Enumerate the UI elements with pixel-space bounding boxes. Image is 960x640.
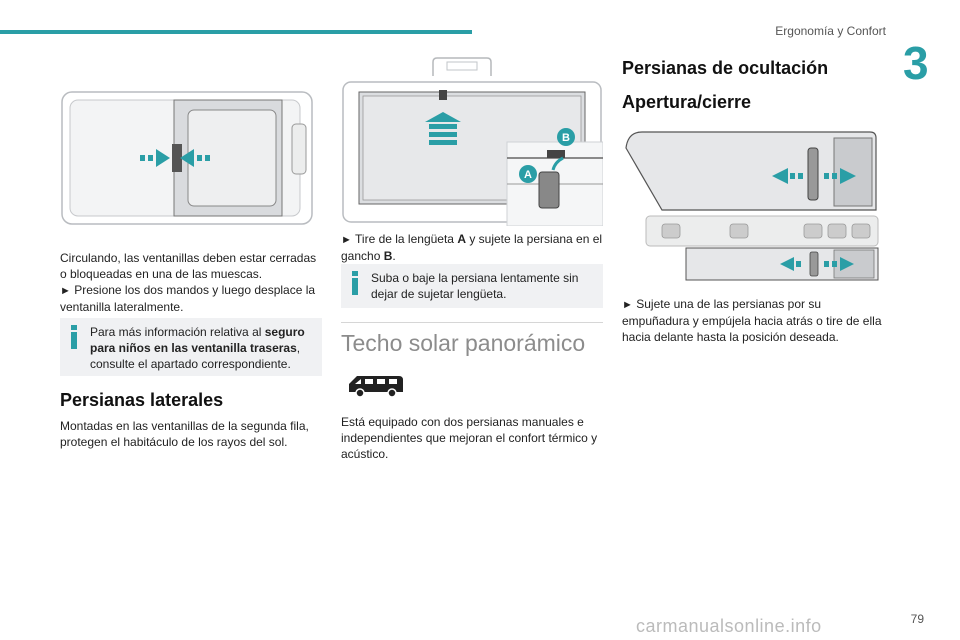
- callout-a: A: [524, 169, 532, 181]
- watermark: carmanualsonline.info: [636, 616, 822, 636]
- col1-paragraph: Circulando, las ventanillas deben estar …: [60, 251, 317, 314]
- col1-info-box: Para más información relativa al seguro …: [60, 318, 322, 376]
- col1-heading: Persianas laterales: [60, 390, 224, 410]
- col3-subheading: Apertura/cierre: [622, 92, 752, 112]
- van-icon: [345, 372, 405, 400]
- bullet-marker: ►: [60, 285, 71, 297]
- illustration-window-slide: [60, 84, 322, 234]
- col3-bullet: ► Sujete una de las persianas por su emp…: [622, 297, 882, 344]
- page-number: 79: [910, 612, 924, 626]
- col2-paragraph: Está equipado con dos persianas manuales…: [341, 415, 598, 461]
- col2-info-box: Suba o baje la persiana lentamente sin d…: [341, 264, 603, 308]
- section-title: Ergonomía y Confort: [775, 24, 886, 38]
- callout-b: B: [562, 132, 570, 144]
- bullet-marker: ►: [622, 299, 633, 311]
- info-icon: [67, 325, 81, 349]
- header-accent-bar: [0, 30, 472, 34]
- chapter-number: 3: [903, 37, 929, 89]
- illustration-roof-blinds: [622, 120, 884, 282]
- info-icon: [348, 271, 362, 295]
- col1-paragraph-2: Montadas en las ventanillas de la segund…: [60, 419, 309, 449]
- col2-section-heading: Techo solar panorámico: [341, 330, 586, 356]
- col2-bullet: ► Tire de la lengüeta A y sujete la pers…: [341, 232, 603, 263]
- section-rule: [341, 322, 603, 323]
- bullet-marker: ►: [341, 234, 352, 246]
- col3-heading: Persianas de ocultación: [622, 58, 829, 78]
- illustration-side-blind: B A: [341, 54, 603, 226]
